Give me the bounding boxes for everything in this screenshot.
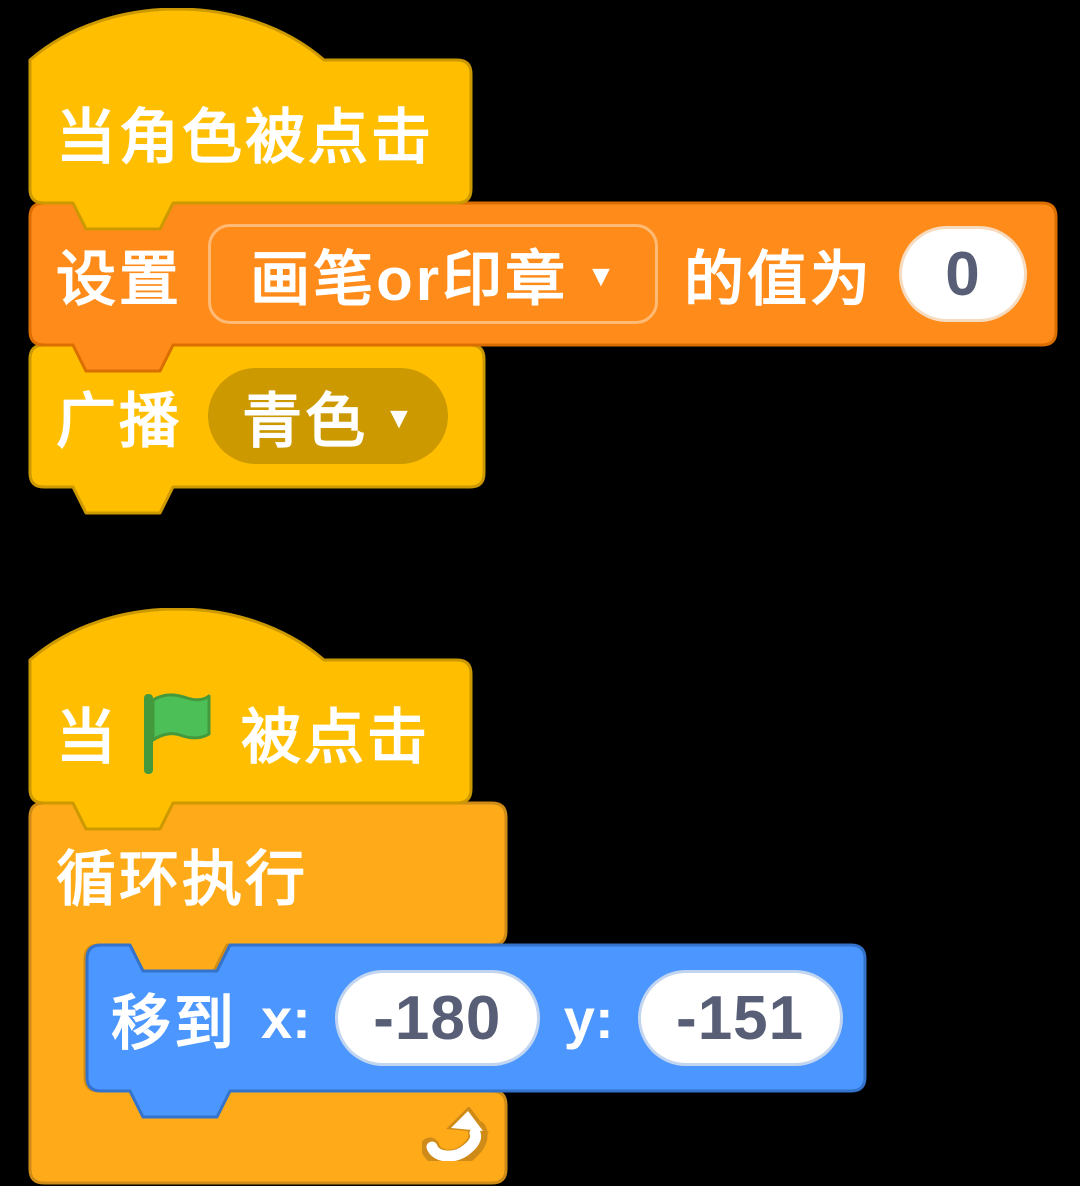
dropdown-arrow-icon: ▼ [586, 260, 616, 293]
broadcast-label: 广播 [56, 387, 182, 455]
green-flag-icon [144, 692, 211, 774]
clicked-label: 被点击 [241, 704, 430, 771]
dropdown-arrow-icon: ▼ [384, 402, 414, 435]
move-to-label: 移到 [111, 989, 237, 1057]
broadcast-block[interactable]: 广播 青色 ▼ [28, 343, 486, 515]
value-input[interactable]: 0 [899, 226, 1027, 322]
set-to-label: 的值为 [684, 245, 873, 313]
y-input[interactable]: -151 [637, 970, 843, 1066]
broadcast-message-value: 青色 [242, 387, 369, 455]
forever-label: 循环执行 [56, 845, 308, 913]
broadcast-message-dropdown[interactable]: 青色 ▼ [208, 368, 448, 464]
loop-arrow-icon [422, 1107, 489, 1161]
when-sprite-clicked-block[interactable]: 当角色被点击 [28, 8, 473, 231]
move-to-xy-block[interactable]: 移到 x: -180 y: -151 [85, 943, 867, 1119]
when-sprite-clicked-label: 当角色被点击 [56, 104, 434, 171]
when-flag-clicked-block[interactable]: 当 被点击 [28, 608, 473, 831]
y-label: y: [563, 986, 614, 1050]
block-shape [28, 201, 1058, 373]
x-label: x: [261, 986, 311, 1050]
set-variable-block[interactable]: 设置 画笔or印章 ▼ 的值为 0 [28, 201, 1058, 373]
variable-dropdown[interactable]: 画笔or印章 ▼ [208, 224, 658, 324]
set-label: 设置 [56, 245, 182, 313]
block-shape [28, 8, 473, 231]
variable-name: 画笔or印章 [250, 245, 569, 313]
when-label: 当 [56, 704, 119, 771]
block-shape [28, 608, 473, 831]
forever-block[interactable]: 循环执行 [28, 801, 508, 1185]
x-input[interactable]: -180 [334, 970, 540, 1066]
